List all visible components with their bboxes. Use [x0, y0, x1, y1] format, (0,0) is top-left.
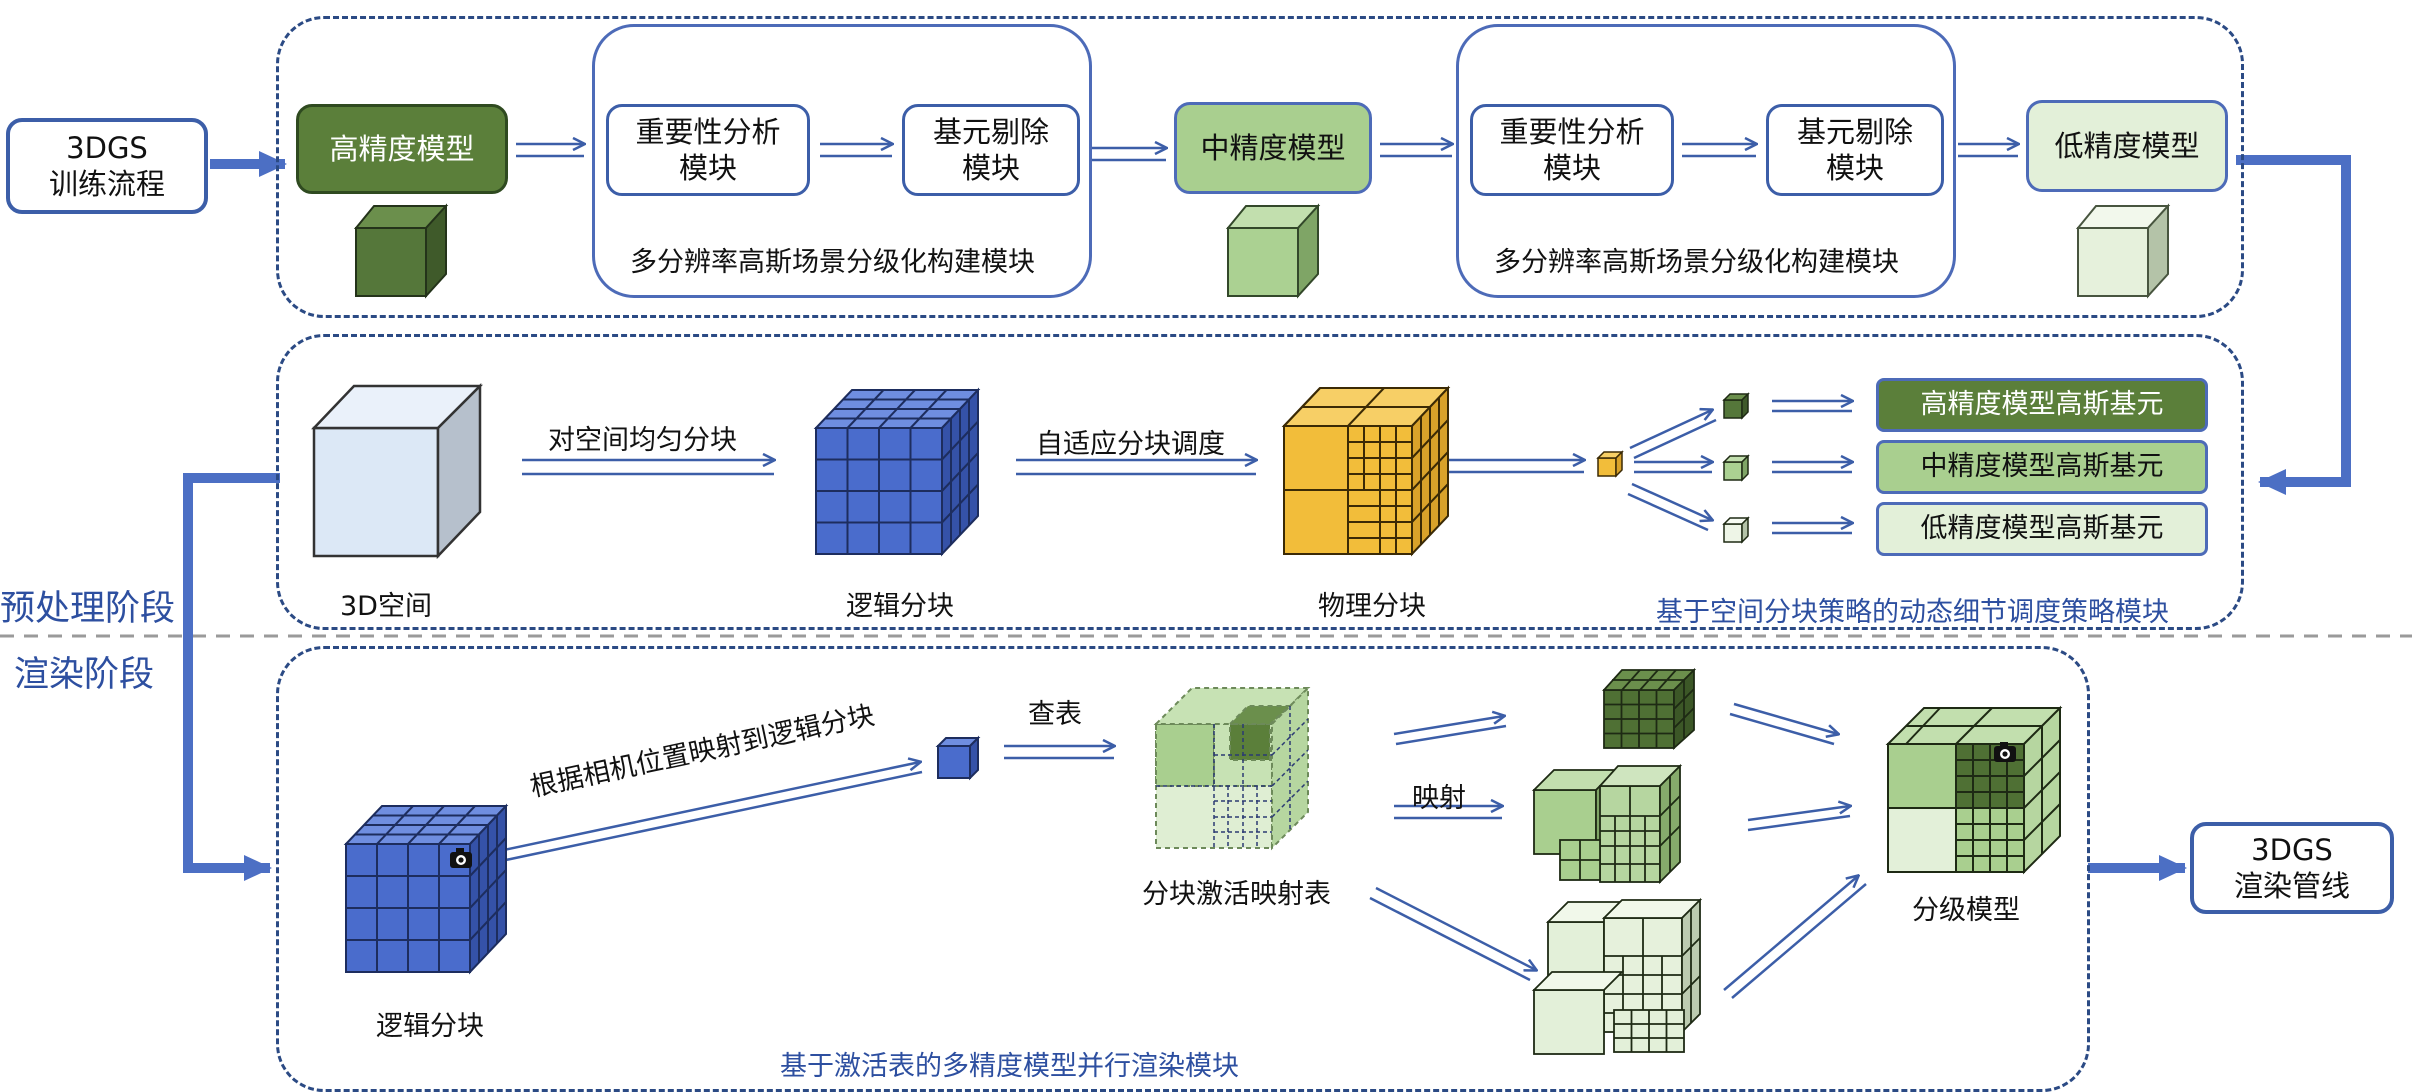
- prune-2-line1: 基元剔除: [1796, 114, 1913, 149]
- input-line1: 3DGS: [66, 130, 148, 165]
- uniform-partition-label: 对空间均匀分块: [548, 425, 737, 456]
- camera-icon: [450, 848, 472, 868]
- mid-detail-cluster: [1531, 763, 1683, 885]
- arrow-mid-to-importance: [1380, 144, 1452, 158]
- output-line2: 渲染管线: [2233, 869, 2350, 903]
- low-detail-cluster: [1531, 897, 1703, 1055]
- output-line1: 3DGS: [2251, 832, 2333, 867]
- arrow-prim-mid: [1772, 462, 1852, 474]
- high-detail-cluster: [1601, 667, 1697, 751]
- prune-box-2: 基元剔除 模块: [1766, 104, 1944, 196]
- small-mid-cube: [1722, 454, 1750, 482]
- small-low-cube: [1722, 516, 1750, 544]
- activation-map-grid: [1156, 706, 1309, 848]
- importance-1-line1: 重要性分析: [635, 114, 781, 149]
- prim-high-label: 高精度模型高斯基元: [1920, 389, 2164, 421]
- middle-to-render-connector: [183, 473, 280, 881]
- importance-2-line1: 重要性分析: [1499, 114, 1645, 149]
- importance-box-1: 重要性分析 模块: [606, 104, 810, 196]
- prune-1-line1: 基元剔除: [932, 114, 1049, 149]
- high-model-box: 高精度模型: [296, 104, 508, 194]
- prim-high-box: 高精度模型高斯基元: [1876, 378, 2208, 432]
- mid-model-label: 中精度模型: [1200, 130, 1346, 165]
- prim-mid-label: 中精度模型高斯基元: [1920, 451, 2164, 483]
- prim-low-box: 低精度模型高斯基元: [1876, 502, 2208, 556]
- arrow-split-high: [1629, 410, 1717, 460]
- arrow-split-mid: [1634, 462, 1712, 474]
- importance-box-2: 重要性分析 模块: [1470, 104, 1674, 196]
- low-model-box: 低精度模型: [2026, 100, 2228, 192]
- hier-model-label: 分级模型: [1912, 895, 2020, 926]
- stage-label-preprocess: 预处理阶段: [0, 589, 176, 629]
- arrow-module-to-low: [1958, 144, 2018, 158]
- arrow-module-to-mid: [1092, 148, 1166, 162]
- arrow-prim-low: [1772, 523, 1852, 535]
- low-to-middle-connector: [2236, 155, 2351, 495]
- arrow-importance-to-prune-2: [1682, 144, 1756, 158]
- small-high-cube: [1722, 392, 1750, 420]
- lookup-label: 查表: [1028, 699, 1082, 730]
- input-line2: 训练流程: [48, 167, 165, 201]
- physical-partition-label: 物理分块: [1318, 591, 1426, 622]
- arrow-split-low: [1627, 482, 1712, 532]
- importance-1-line2: 模块: [678, 151, 737, 185]
- logic-grid-cube-bottom: [343, 803, 509, 975]
- arrow-low-to-hier: [1723, 876, 1867, 999]
- lod-module-2: [1456, 24, 1956, 298]
- arrow-camera-map: [465, 762, 922, 870]
- module-1-caption: 多分辨率高斯场景分级化构建模块: [630, 247, 1035, 278]
- mid-model-box: 中精度模型: [1174, 102, 1372, 194]
- bottom-module-caption: 基于激活表的多精度模型并行渲染模块: [780, 1051, 1239, 1082]
- activation-table-label: 分块激活映射表: [1142, 879, 1331, 910]
- bottom-panel: [276, 646, 2090, 1092]
- space-cube: [311, 382, 484, 560]
- prim-mid-box: 中精度模型高斯基元: [1876, 440, 2208, 494]
- arrow-lookup: [1004, 746, 1114, 760]
- logic-grid-cube-middle: [813, 387, 981, 557]
- lod-module-1: [592, 24, 1092, 298]
- arrow-prim-high: [1772, 401, 1852, 413]
- render-pipeline-box: 3DGS 渲染管线: [2190, 822, 2394, 914]
- space-cube-label: 3D空间: [340, 591, 432, 622]
- prim-low-label: 低精度模型高斯基元: [1920, 513, 2164, 545]
- training-pipeline-box: 3DGS 训练流程: [6, 118, 208, 214]
- prune-1-line2: 模块: [961, 151, 1020, 185]
- high-model-label: 高精度模型: [329, 131, 475, 166]
- arrow-table-to-low: [1369, 886, 1536, 982]
- adaptive-schedule-label: 自适应分块调度: [1036, 429, 1225, 460]
- top-panel: [276, 16, 2244, 318]
- stage-label-render: 渲染阶段: [14, 655, 155, 695]
- arrow-table-to-high: [1393, 716, 1506, 746]
- small-blue-block: [935, 735, 981, 781]
- arrow-uniform-partition: [522, 460, 774, 476]
- arrow-mid-to-hier: [1747, 806, 1850, 832]
- arrow-adaptive-schedule: [1016, 460, 1256, 476]
- prune-box-1: 基元剔除 模块: [902, 104, 1080, 196]
- high-model-cube: [353, 203, 449, 299]
- prune-2-line2: 模块: [1825, 151, 1884, 185]
- arrow-table-to-mid: [1394, 806, 1502, 820]
- middle-module-caption: 基于空间分块策略的动态细节调度策略模块: [1656, 597, 2169, 628]
- low-model-label: 低精度模型: [2054, 128, 2200, 163]
- mapping-label: 映射: [1412, 783, 1466, 814]
- module-2-caption: 多分辨率高斯场景分级化构建模块: [1494, 247, 1899, 278]
- logic-partition-label: 逻辑分块: [846, 591, 954, 622]
- low-model-cube: [2075, 203, 2171, 299]
- middle-panel: [276, 334, 2244, 630]
- bottom-logic-label: 逻辑分块: [376, 1011, 484, 1042]
- arrow-importance-to-prune-1: [820, 144, 892, 158]
- importance-2-line2: 模块: [1542, 151, 1601, 185]
- hier-camera-icon: [1994, 742, 2016, 762]
- arrow-high-to-hier: [1729, 702, 1838, 746]
- physical-grid-cube: [1281, 385, 1451, 557]
- small-orange-cube: [1596, 450, 1624, 478]
- arrow-high-to-importance: [516, 144, 584, 158]
- mid-model-cube: [1225, 203, 1321, 299]
